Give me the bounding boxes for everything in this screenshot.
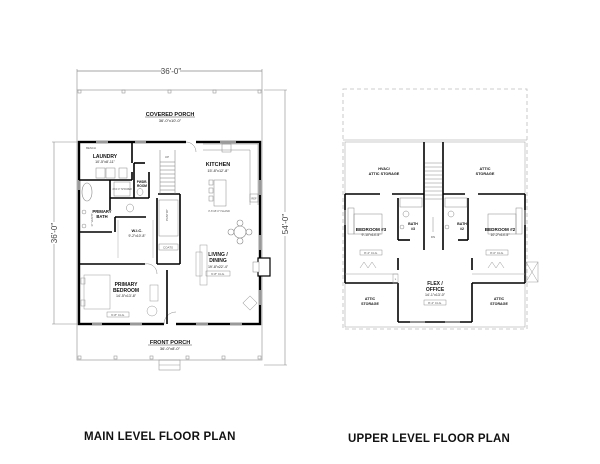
dim-top-width-label: 36'-0" bbox=[161, 67, 182, 76]
living-label-2: DINING bbox=[209, 258, 227, 264]
main-level-title: MAIN LEVEL FLOOR PLAN bbox=[84, 431, 236, 443]
bath3-label-1: BATH bbox=[408, 222, 418, 226]
sofa-icon bbox=[195, 244, 258, 311]
dim-left-depth-label: 36'-0" bbox=[50, 223, 59, 244]
bedroom3-size: 9'-10"x14'-5" bbox=[362, 233, 382, 237]
covered-porch-size: 36'-0"x10'-0" bbox=[159, 118, 182, 123]
pwdr-label-1: PWDR. bbox=[137, 180, 148, 184]
shower-label: 4'X4'-0" SHOWER bbox=[112, 188, 132, 191]
vanity-label: 17' VANITY bbox=[90, 213, 94, 227]
living-label-1: LIVING / bbox=[208, 252, 228, 258]
main-level-plan: 36'-0" COVERED PORCH 36'-0"x10'-0" bbox=[50, 67, 290, 371]
main-interior-walls bbox=[79, 142, 181, 324]
upper-level-plan: DN HVAC/ ATTIC STORAGE ATTIC STORAGE bbox=[342, 88, 539, 330]
main-windows bbox=[77, 140, 262, 326]
wic-size: 9'-2"x10'-8" bbox=[128, 234, 146, 238]
living-ceiling: 9'-8" CLG. bbox=[211, 272, 225, 276]
bedroom3-label: BEDROOM #3 bbox=[356, 227, 387, 232]
bed-icon bbox=[80, 274, 159, 317]
pantry-shelves bbox=[158, 199, 179, 237]
shower-icon bbox=[113, 181, 131, 197]
attic-ne-label-2: STORAGE bbox=[476, 172, 495, 176]
flex-label-1: FLEX / bbox=[427, 281, 443, 287]
bedroom2-ceiling: 8'-0" CLG. bbox=[490, 251, 504, 255]
bedroom3-ceiling: 8'-4" CLG. bbox=[364, 251, 378, 255]
primary-bath-label-2: BATH bbox=[96, 214, 107, 219]
flex-size: 14'-1"x13'-0" bbox=[425, 293, 446, 297]
roof-outline-dashed bbox=[342, 88, 528, 330]
bathtub-icon bbox=[81, 182, 93, 202]
upper-stairs bbox=[425, 162, 442, 232]
fireplace-icon bbox=[252, 257, 271, 277]
washer-dryer-icon bbox=[95, 167, 128, 179]
dimension-left-depth: 36'-0" bbox=[50, 141, 78, 325]
front-porch-label: FRONT PORCH bbox=[150, 340, 190, 346]
kitchen-counters bbox=[203, 143, 259, 207]
bath2-label-1: BATH bbox=[457, 222, 467, 226]
primary-bedroom-label-2: BEDROOM bbox=[113, 288, 139, 294]
island-label: 3'-6"x8'-0" ISLAND bbox=[208, 209, 230, 213]
attic-ne-label-1: ATTIC bbox=[480, 167, 491, 171]
dim-right-overall-label: 54'-0" bbox=[281, 214, 290, 235]
pwdr-label-2: ROOM bbox=[137, 184, 147, 188]
kitchen-label: KITCHEN bbox=[206, 162, 230, 168]
linen-label: L bbox=[395, 277, 397, 281]
attic-se-label-2: STORAGE bbox=[490, 302, 508, 306]
flex-label-2: OFFICE bbox=[426, 287, 445, 293]
pantry-label: PANTRY bbox=[165, 209, 169, 221]
attic-sw-label-1: ATTIC bbox=[365, 297, 376, 301]
attic-se-label-1: ATTIC bbox=[494, 297, 505, 301]
hvac-label-2: ATTIC STORAGE bbox=[369, 172, 400, 176]
living-size: 19'-8"x22'-4" bbox=[208, 265, 229, 269]
dimension-right-overall: 54'-0" bbox=[264, 89, 290, 366]
upper-stair-walls bbox=[423, 142, 444, 250]
flex-ceiling: 8'-4" CLG. bbox=[428, 301, 442, 305]
primary-bedroom-label-1: PRIMARY bbox=[115, 282, 139, 288]
porch-outline bbox=[76, 89, 263, 361]
wic-label: W.I.C. bbox=[132, 228, 143, 233]
dining-table-icon bbox=[227, 219, 253, 245]
main-stairs bbox=[159, 150, 176, 194]
attic-sw-label-2: STORAGE bbox=[361, 302, 379, 306]
primary-bedroom-ceiling: 9'-8" CLG. bbox=[111, 313, 125, 317]
upper-closets bbox=[345, 261, 539, 284]
upper-stair-dn-label: DN bbox=[431, 235, 435, 239]
bedroom2-label: BEDROOM #2 bbox=[485, 227, 516, 232]
upper-level-title: UPPER LEVEL FLOOR PLAN bbox=[348, 433, 511, 445]
coats-label: COATS bbox=[163, 246, 173, 250]
front-porch-size: 36'-0"x8'-0" bbox=[160, 346, 181, 351]
primary-bath-label-1: PRIMARY bbox=[92, 209, 111, 214]
primary-bedroom-size: 14'-5"x13'-8" bbox=[116, 294, 137, 298]
kitchen-size: 15'-8"x12'-8" bbox=[207, 169, 229, 173]
porch-columns-top bbox=[77, 89, 262, 360]
hvac-label-1: HVAC/ bbox=[378, 167, 390, 171]
main-stair-up-label: UP bbox=[165, 155, 169, 159]
covered-porch-label: COVERED PORCH bbox=[146, 112, 195, 118]
wic-rods bbox=[117, 220, 154, 258]
bath3-label-2: #3 bbox=[411, 227, 415, 231]
laundry-label: LAUNDRY bbox=[93, 154, 118, 160]
bench-label: BENCH bbox=[86, 146, 96, 150]
upper-bath-fixtures bbox=[347, 197, 523, 235]
dimension-top-width: 36'-0" bbox=[76, 67, 263, 90]
pwdr-toilet-icon bbox=[136, 188, 144, 196]
ref-label: REF bbox=[251, 197, 257, 201]
laundry-size: 10'-5"x8'-11" bbox=[95, 160, 116, 164]
bedroom2-size: 10'-2"x14'-5" bbox=[491, 233, 511, 237]
bath2-label-2: #2 bbox=[460, 227, 464, 231]
